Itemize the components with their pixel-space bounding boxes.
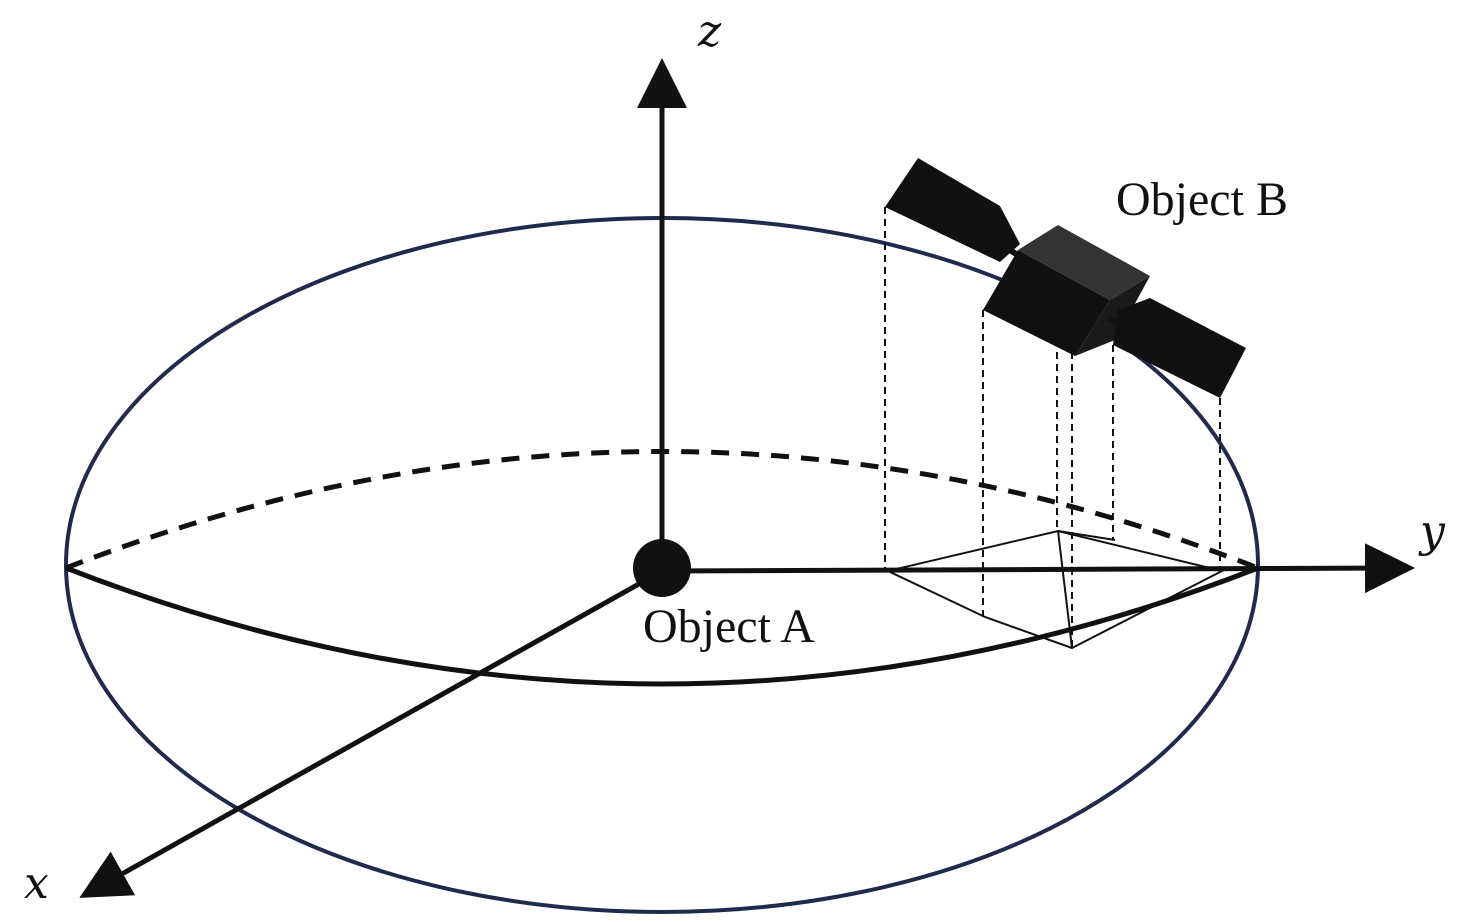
solar-panel-left bbox=[885, 158, 1020, 262]
y-axis bbox=[661, 543, 1415, 594]
projection-lines bbox=[884, 207, 1221, 648]
projection-edge bbox=[1057, 530, 1073, 649]
x-axis bbox=[79, 568, 664, 898]
z-axis-label: z bbox=[697, 6, 722, 57]
x-axis-label: x bbox=[24, 858, 49, 909]
satellite-body-side bbox=[1075, 276, 1150, 356]
satellite-body-front bbox=[983, 250, 1110, 356]
satellite-icon bbox=[885, 158, 1246, 398]
object-b-label: Object B bbox=[1116, 173, 1288, 226]
solar-panel-right bbox=[1113, 298, 1246, 398]
y-axis-label: y bbox=[1418, 506, 1446, 557]
object-a-label: Object A bbox=[643, 600, 815, 653]
satellite-body-top bbox=[1018, 225, 1150, 300]
object-a-dot bbox=[633, 539, 691, 597]
satellite-ground-projection bbox=[884, 529, 1225, 650]
equator-front-arc bbox=[65, 565, 1259, 687]
projection-edge bbox=[1057, 530, 1116, 541]
